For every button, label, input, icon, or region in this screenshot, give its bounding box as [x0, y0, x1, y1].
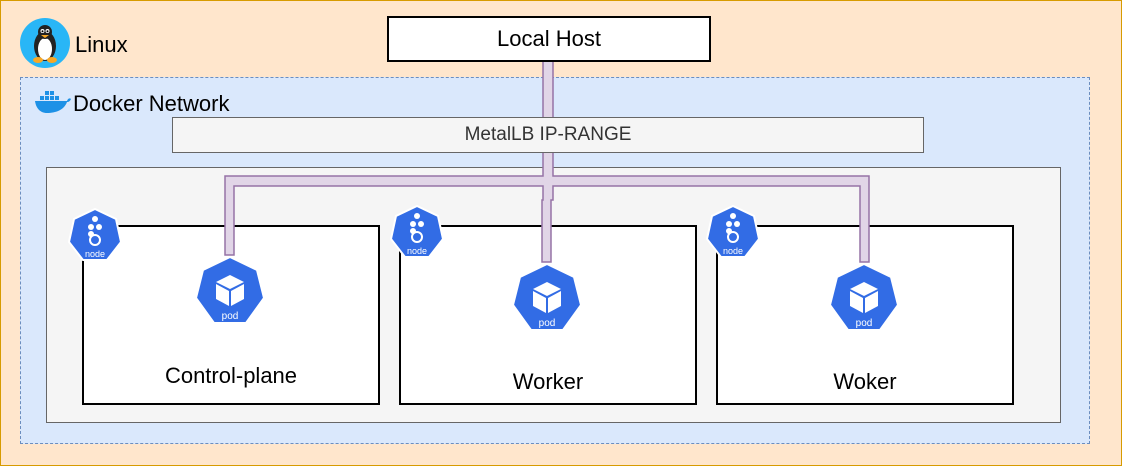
pod-icon: pod [511, 262, 583, 331]
docker-network-label: Docker Network [73, 91, 230, 116]
linux-label: Linux [75, 32, 128, 57]
pod-badge-text: pod [856, 318, 873, 329]
node-label: Worker [512, 369, 584, 394]
node-icon: node [67, 207, 123, 261]
node-badge-text: node [723, 246, 743, 256]
node-badge-text: node [85, 249, 105, 259]
node-icon: node [705, 204, 761, 258]
pod-badge-text: pod [539, 318, 556, 329]
node-label: Woker [833, 369, 897, 394]
node-icon: node [389, 204, 445, 258]
local-host-box: Local Host [387, 16, 711, 62]
node-badge-text: node [407, 246, 427, 256]
pod-icon: pod [194, 255, 266, 324]
link-localhost-trunk [224, 57, 870, 263]
linux-icon [20, 18, 70, 68]
pod-icon: pod [828, 262, 900, 331]
docker-icon [35, 91, 71, 113]
metallb-ip-range: MetalLB IP-RANGE [172, 117, 924, 153]
pod-badge-text: pod [222, 311, 239, 322]
node-label: Control-plane [164, 363, 298, 388]
